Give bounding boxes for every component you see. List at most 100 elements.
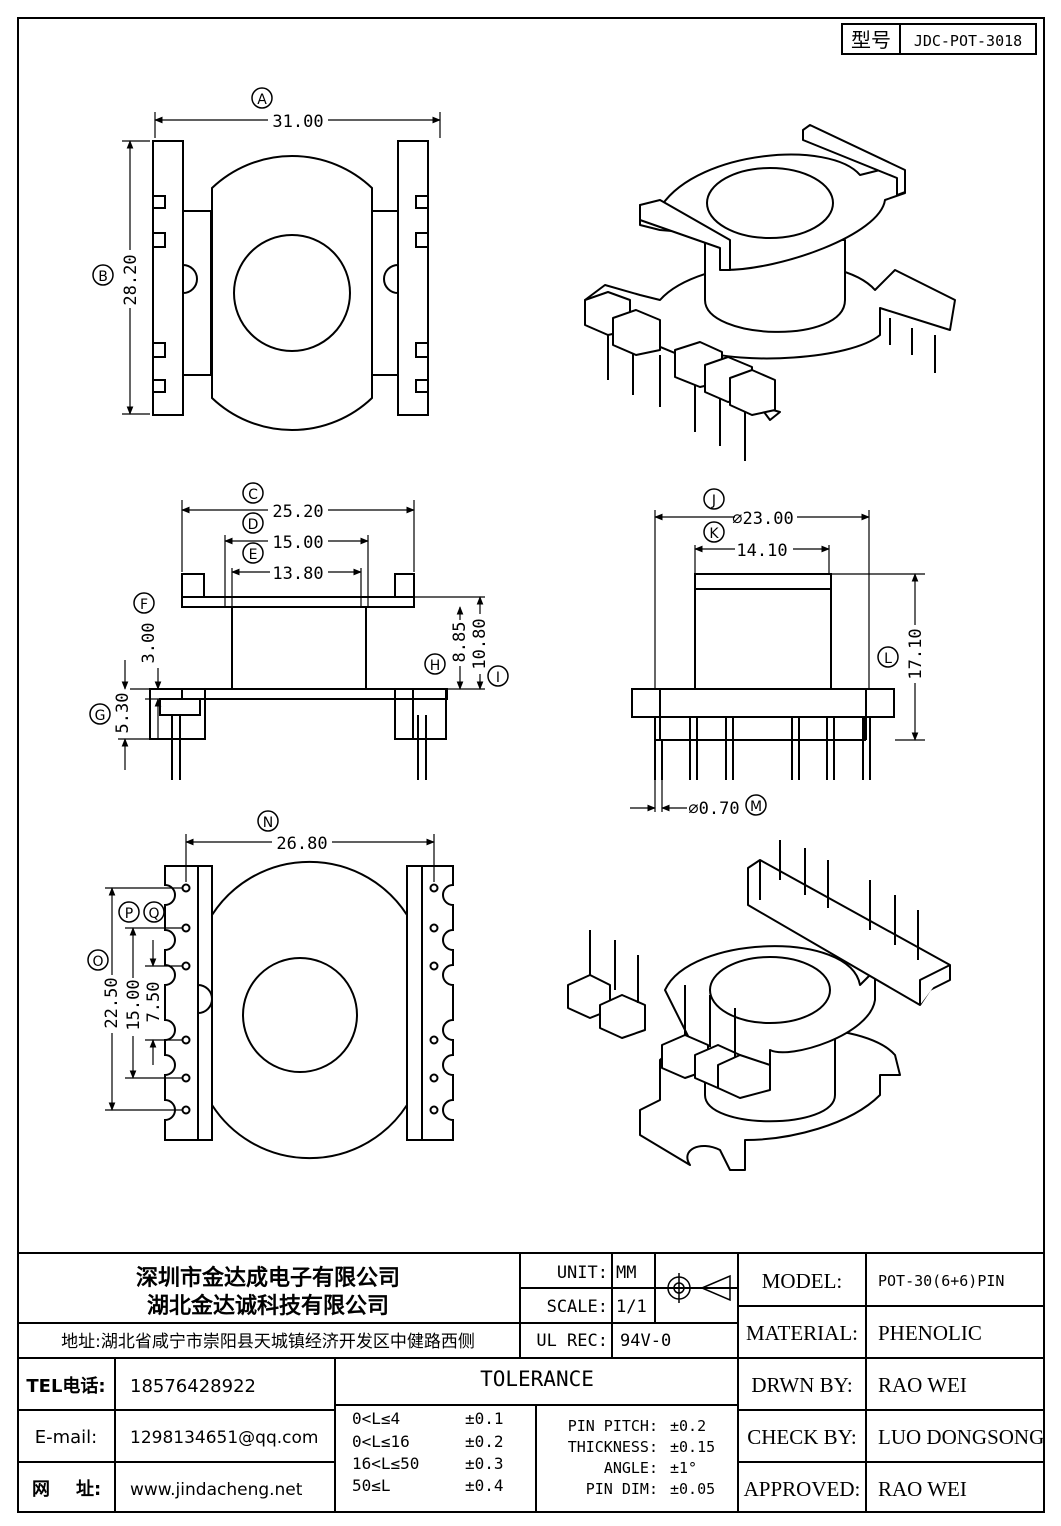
dim-O-value: 22.50	[102, 977, 122, 1028]
model-label: MODEL:	[762, 1269, 843, 1293]
web-label-2: 址:	[76, 1479, 101, 1500]
tol-spec-label-1: PIN PITCH:	[568, 1417, 658, 1435]
dim-C-letter: C	[248, 487, 258, 503]
dim-L-letter: L	[884, 651, 892, 667]
tol-value-2: ±0.2	[465, 1432, 504, 1451]
tol-spec-value-3: ±1°	[670, 1459, 697, 1477]
dim-G-letter: G	[95, 708, 106, 724]
dim-M-letter: M	[750, 799, 762, 815]
tel-label: TEL电话:	[26, 1375, 105, 1397]
dim-P-bubble	[118, 901, 140, 923]
bottom-view	[164, 860, 454, 1160]
dim-H-letter: H	[430, 658, 441, 674]
dim-O-bubble	[87, 949, 109, 971]
tol-spec-value-1: ±0.2	[670, 1417, 706, 1435]
title-block-lines	[18, 1252, 1044, 1512]
dim-B-bubble	[92, 264, 114, 286]
dim-Q-letter: Q	[148, 906, 159, 922]
tol-spec-label-4: PIN DIM:	[586, 1480, 658, 1498]
dim-D-value: 15.00	[272, 533, 323, 553]
drwn-label: DRWN BY:	[751, 1373, 852, 1397]
dim-P-letter: P	[125, 906, 133, 922]
web-label-1: 网	[32, 1479, 50, 1500]
dim-NOPQ	[105, 834, 435, 1111]
dim-D-letter: D	[248, 517, 259, 533]
dim-M-value: ⌀0.70	[688, 799, 739, 819]
tol-spec-label-3: ANGLE:	[604, 1459, 658, 1477]
dim-N-letter: N	[263, 815, 273, 831]
tol-range-1: 0<L≤4	[352, 1409, 400, 1428]
email-label: E-mail:	[35, 1427, 98, 1448]
dim-Q-bubble	[143, 901, 165, 923]
dim-A-value: 31.00	[272, 112, 323, 132]
dim-H-bubble	[424, 653, 446, 675]
dim-E-letter: E	[249, 547, 258, 563]
material-label: MATERIAL:	[746, 1321, 858, 1345]
dim-O-letter: O	[92, 954, 103, 970]
dim-M-bubble	[745, 794, 767, 816]
dim-H-value: 8.85	[450, 622, 470, 663]
company-name-2: 湖北金达诚科技有限公司	[147, 1293, 389, 1319]
email-value: 1298134651@qq.com	[130, 1428, 318, 1448]
tol-value-1: ±0.1	[465, 1409, 504, 1428]
dim-N-bubble	[257, 810, 279, 832]
unit-label: UNIT:	[557, 1263, 608, 1283]
dim-C-value: 25.20	[272, 502, 323, 522]
tol-spec-value-2: ±0.15	[670, 1438, 715, 1456]
side-view	[631, 573, 895, 780]
scale-value: 1/1	[616, 1297, 647, 1317]
material-value: PHENOLIC	[878, 1321, 982, 1345]
tol-spec-value-4: ±0.05	[670, 1480, 715, 1498]
ulrec-value: 94V-0	[620, 1331, 671, 1351]
dim-K-bubble	[703, 521, 725, 543]
dim-N-value: 26.80	[276, 834, 327, 854]
dim-K-value: 14.10	[736, 541, 787, 561]
isometric-view-bottom	[567, 840, 951, 1171]
tol-range-3: 16<L≤50	[352, 1454, 419, 1473]
dim-L-bubble	[877, 646, 899, 668]
dim-I-bubble	[487, 665, 509, 687]
dim-P-value: 15.00	[124, 979, 144, 1030]
tol-value-4: ±0.4	[465, 1476, 504, 1495]
dim-A-letter: A	[257, 92, 267, 108]
dim-B-letter: B	[98, 269, 108, 285]
approved-value: RAO WEI	[878, 1477, 967, 1501]
dim-J-letter: J	[711, 493, 716, 509]
company-name-1: 深圳市金达成电子有限公司	[136, 1265, 400, 1291]
dim-E-bubble	[242, 542, 264, 564]
dim-G-bubble	[89, 703, 111, 725]
dim-I-value: 10.80	[470, 618, 490, 669]
unit-value: MM	[616, 1263, 636, 1283]
dim-D-bubble	[242, 512, 264, 534]
approved-label: APPROVED:	[744, 1477, 861, 1501]
tol-range-2: 0<L≤16	[352, 1432, 410, 1451]
tel-value: 18576428922	[130, 1376, 256, 1397]
model-tag-value: JDC-POT-3018	[914, 32, 1022, 50]
model-tag-label: 型号	[851, 28, 891, 52]
web-value: www.jindacheng.net	[130, 1480, 303, 1500]
dim-G-value: 5.30	[113, 693, 133, 734]
tol-range-4: 50≤L	[352, 1476, 391, 1495]
dim-J-value: ⌀23.00	[732, 509, 793, 529]
isometric-view-top	[584, 124, 956, 461]
dim-L-value: 17.10	[906, 628, 926, 679]
model-value: POT-30(6+6)PIN	[878, 1272, 1004, 1290]
dim-F-letter: F	[140, 597, 148, 613]
projection-symbol-icon	[664, 1273, 731, 1303]
dim-B-value: 28.20	[121, 254, 141, 305]
dim-K-letter: K	[709, 526, 719, 542]
dim-I-letter: I	[496, 670, 500, 686]
dim-E-value: 13.80	[272, 564, 323, 584]
company-address: 地址:湖北省咸宁市崇阳县天城镇经济开发区中健路西侧	[61, 1332, 475, 1352]
tol-value-3: ±0.3	[465, 1454, 504, 1473]
check-value: LUO DONGSONG	[878, 1425, 1044, 1449]
sheet-border	[17, 17, 1045, 1513]
check-label: CHECK BY:	[747, 1425, 857, 1449]
dim-Q-value: 7.50	[144, 982, 164, 1023]
dim-A-bubble	[251, 87, 273, 109]
dim-J-bubble	[703, 488, 725, 510]
front-view	[149, 573, 448, 780]
ulrec-label: UL REC:	[536, 1331, 608, 1351]
tol-spec-label-2: THICKNESS:	[568, 1438, 658, 1456]
